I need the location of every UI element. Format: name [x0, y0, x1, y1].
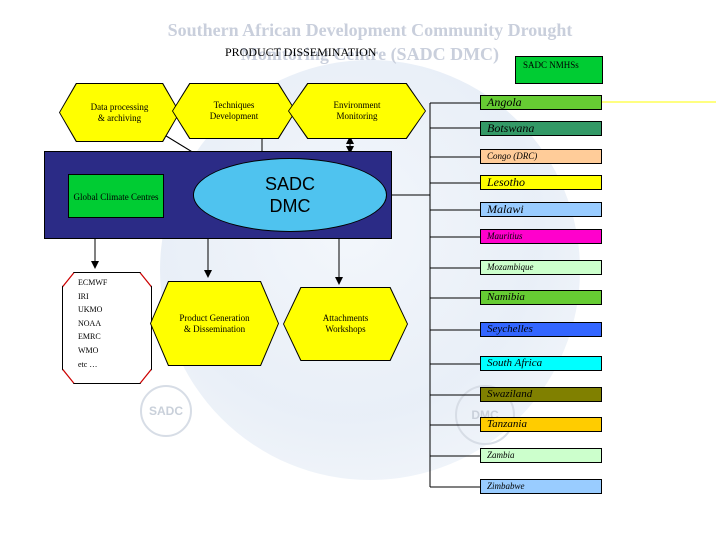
country-seychelles: Seychelles — [480, 322, 602, 337]
country-swaziland: Swaziland — [480, 387, 602, 402]
country-mauritius: Mauritius — [480, 229, 602, 244]
product-label: Product Generation & Dissemination — [179, 312, 250, 334]
list-item: etc … — [78, 359, 98, 369]
country-mozambique: Mozambique — [480, 260, 602, 275]
activity-label: Techniques Development — [209, 100, 259, 121]
activity-label: Environment Monitoring — [333, 100, 381, 121]
country-congo-drc: Congo (DRC) — [480, 149, 602, 164]
country-lesotho: Lesotho — [480, 175, 602, 190]
activity-label: Data processing & archiving — [90, 101, 149, 123]
list-item: WMO — [78, 345, 99, 355]
sadc-seal: SADC — [140, 385, 192, 437]
list-item: IRI — [78, 291, 89, 301]
global-climate-centres-box: Global Climate Centres — [68, 174, 164, 218]
country-angola: Angola — [480, 95, 602, 110]
activity-environment-monitoring: Environment Monitoring — [289, 84, 425, 138]
sadc-dmc-ellipse: SADC DMC — [193, 158, 387, 232]
activity-data-processing: Data processing & archiving — [60, 84, 179, 141]
watermark-line-2: Monitoring Centre (SADC DMC) — [240, 44, 500, 64]
product-generation-dissemination: Product Generation & Dissemination — [151, 282, 278, 365]
sadc-dmc-label: SADC DMC — [264, 174, 315, 216]
country-zimbabwe: Zimbabwe — [480, 479, 602, 494]
country-tanzania: Tanzania — [480, 417, 602, 432]
product-label: Attachments Workshops — [322, 313, 369, 334]
country-malawi: Malawi — [480, 202, 602, 217]
list-item: EMRC — [78, 332, 101, 342]
external-centres-list: ECMWF IRI UKMO NOAA EMRC WMO etc … — [78, 276, 107, 371]
watermark-line-1: Southern African Development Community D… — [167, 20, 573, 40]
list-item: UKMO — [78, 305, 103, 315]
list-item: ECMWF — [78, 278, 108, 287]
sadc-nmhss-box: SADC NMHSs — [515, 56, 603, 84]
activity-techniques-development: Techniques Development — [173, 84, 295, 138]
country-botswana: Botswana — [480, 121, 602, 136]
external-centres-box — [63, 273, 151, 383]
attachments-workshops: Attachments Workshops — [284, 288, 407, 360]
country-south-africa: South Africa — [480, 356, 602, 371]
watermark-title: Southern African Development Community D… — [140, 18, 600, 66]
country-namibia: Namibia — [480, 290, 602, 305]
list-item: NOAA — [78, 318, 102, 328]
page-title: PRODUCT DISSEMINATION — [225, 45, 377, 59]
country-zambia: Zambia — [480, 448, 602, 463]
